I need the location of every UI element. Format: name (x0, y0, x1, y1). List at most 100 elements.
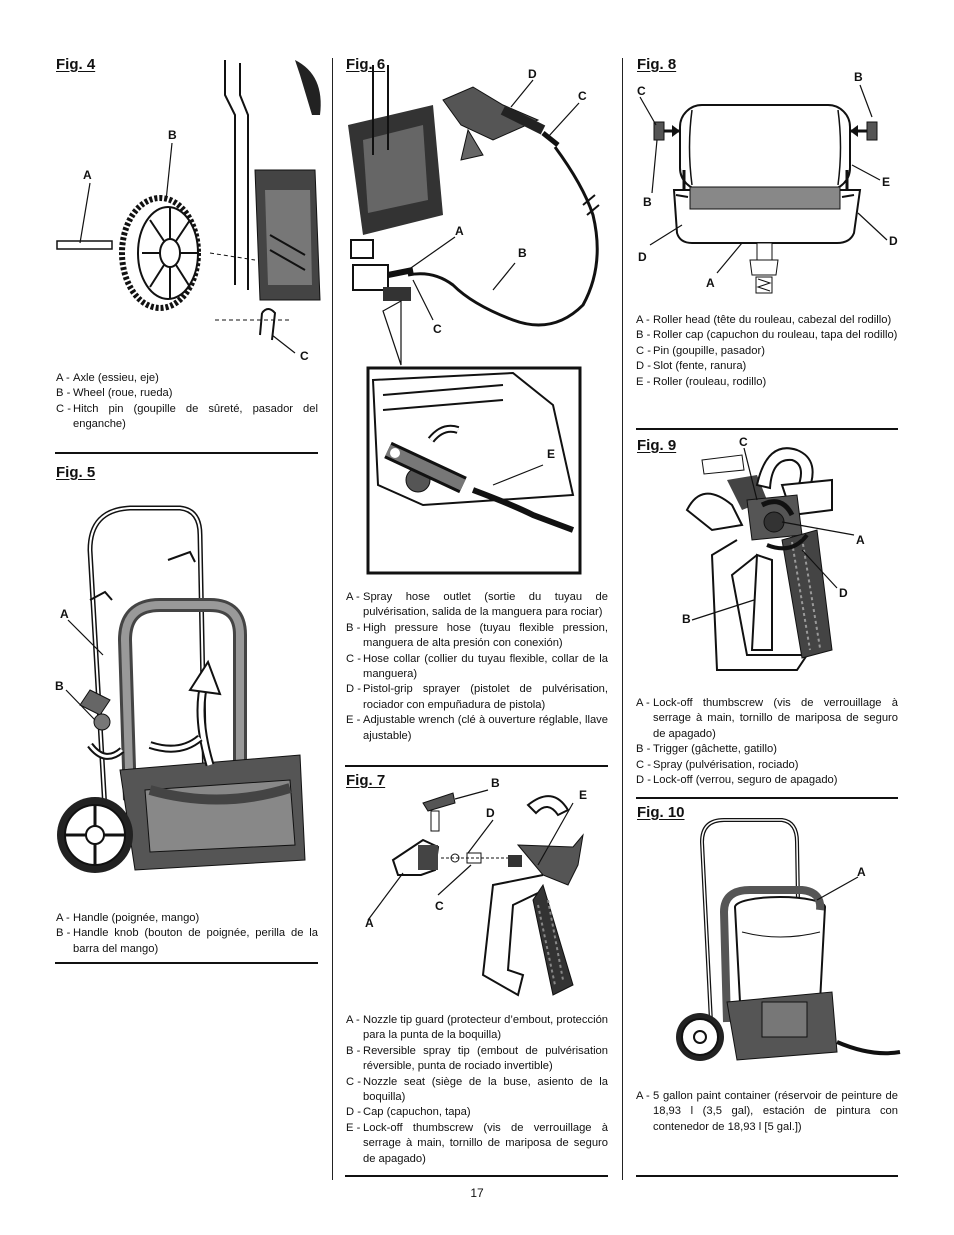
legend-key: A - (636, 314, 650, 326)
legend-key: B - (636, 743, 651, 756)
legend-item: B -Trigger (gâchette, gatillo) (636, 742, 898, 757)
legend-text: High pressure hose (tuyau flexible press… (363, 621, 608, 650)
legend-item: A -Handle (poignée, mango) (56, 911, 318, 926)
legend-text: Wheel (roue, rueda) (73, 387, 173, 400)
fig9-title: Fig. 9 (637, 437, 677, 454)
section-rule (345, 1175, 608, 1177)
fig10-legend: A -5 gallon paint container (réservoir d… (636, 1089, 898, 1135)
fig9-callout-c: C (739, 435, 748, 449)
fig6-legend: A -Spray hose outlet (sortie du tuyau de… (346, 590, 608, 744)
fig7-legend: A -Nozzle tip guard (protecteur d’embout… (346, 1013, 608, 1167)
legend-item: A -Spray hose outlet (sortie du tuyau de… (346, 590, 608, 621)
legend-item: C -Spray (pulvérisation, rociado) (636, 758, 898, 773)
fig6-callout-c1: C (578, 89, 587, 103)
fig6-title: Fig. 6 (346, 56, 386, 73)
legend-text: Lock-off thumbscrew (vis de verrouillage… (363, 1121, 608, 1165)
fig9-callout-a: A (856, 533, 865, 547)
legend-item: E -Adjustable wrench (clé à ouverture ré… (346, 713, 608, 744)
page-number: 17 (470, 1186, 484, 1200)
fig5-title: Fig. 5 (56, 464, 96, 481)
fig8-callout-d1: D (638, 250, 647, 264)
fig4-callout-a: A (83, 168, 92, 182)
section-rule (636, 428, 898, 430)
fig7-spray-tip-illustration: B E D C A (365, 776, 587, 997)
legend-key: E - (346, 1121, 361, 1134)
legend-item: C -Hitch pin (goupille de sûreté, pasado… (56, 402, 318, 433)
fig8-callout-d2: D (889, 234, 898, 248)
fig4-callout-c: C (300, 349, 309, 363)
legend-item: D -Lock-off (verrou, seguro de apagado) (636, 773, 898, 788)
legend-item: B -Wheel (roue, rueda) (56, 386, 318, 401)
legend-key: D - (636, 360, 651, 373)
legend-text: Slot (fente, ranura) (653, 360, 747, 373)
legend-key: E - (346, 714, 361, 727)
fig8-title: Fig. 8 (637, 56, 677, 73)
fig6-callout-a: A (455, 224, 464, 238)
legend-text: Roller (rouleau, rodillo) (653, 375, 767, 388)
legend-item: A -Axle (essieu, eje) (56, 371, 318, 386)
legend-text: Cap (capuchon, tapa) (363, 1106, 471, 1119)
fig7-callout-c: C (435, 899, 444, 913)
section-rule (55, 452, 318, 454)
legend-key: B - (346, 621, 361, 634)
fig8-roller-illustration: C B B E D D A (637, 70, 898, 294)
fig10-paint-container-illustration: A (676, 818, 901, 1061)
legend-key: A - (56, 912, 70, 924)
legend-item: C -Pin (goupille, pasador) (636, 344, 898, 359)
legend-item: A -Nozzle tip guard (protecteur d’embout… (346, 1013, 608, 1044)
fig8-callout-b2: B (854, 70, 863, 84)
legend-item: B -Handle knob (bouton de poignée, peril… (56, 926, 318, 957)
legend-text: Spray hose outlet (sortie du tuyau de pu… (363, 591, 608, 619)
fig5-callout-b: B (55, 679, 64, 693)
legend-key: A - (346, 1014, 360, 1026)
legend-key: A - (346, 591, 360, 603)
legend-key: E - (636, 375, 651, 388)
legend-key: D - (346, 683, 361, 696)
fig7-title: Fig. 7 (346, 772, 386, 789)
legend-key: B - (56, 387, 71, 400)
legend-text: Lock-off thumbscrew (vis de verrouillage… (653, 697, 898, 740)
legend-item: B -Reversible spray tip (embout de pulvé… (346, 1044, 608, 1075)
legend-key: B - (636, 329, 651, 342)
fig6-hose-connection-illustration: D C A B C E (348, 65, 600, 575)
legend-item: C -Nozzle seat (siège de la buse, asient… (346, 1075, 608, 1106)
legend-text: Spray (pulvérisation, rociado) (653, 758, 799, 771)
legend-item: C -Hose collar (collier du tuyau flexibl… (346, 652, 608, 683)
column-divider (622, 58, 623, 1180)
fig4-wheel-axle-illustration: A B C (56, 60, 321, 363)
fig6-callout-c2: C (433, 322, 442, 336)
legend-key: C - (636, 758, 651, 771)
section-rule (345, 765, 608, 767)
legend-key: D - (636, 774, 651, 787)
legend-key: C - (636, 344, 651, 357)
fig8-callout-c: C (637, 84, 646, 98)
legend-key: D - (346, 1106, 361, 1119)
legend-key: C - (346, 652, 361, 665)
legend-item: D -Cap (capuchon, tapa) (346, 1105, 608, 1120)
legend-item: A -Lock-off thumbscrew (vis de verrouill… (636, 696, 898, 742)
fig9-legend: A -Lock-off thumbscrew (vis de verrouill… (636, 696, 898, 788)
section-rule (636, 797, 898, 799)
fig4-legend: A -Axle (essieu, eje) B -Wheel (roue, ru… (56, 371, 318, 433)
legend-text: Hose collar (collier du tuyau flexible, … (363, 652, 608, 681)
fig10-callout-a: A (857, 865, 866, 879)
fig7-callout-a: A (365, 916, 374, 930)
fig9-lock-off-illustration: C A D B (682, 435, 865, 671)
legend-key: C - (346, 1075, 361, 1088)
fig4-callout-b: B (168, 128, 177, 142)
column-divider (332, 58, 333, 1180)
legend-text: Handle knob (bouton de poignée, perilla … (73, 927, 318, 955)
fig9-callout-b: B (682, 612, 691, 626)
legend-key: A - (636, 697, 650, 709)
fig7-callout-d: D (486, 806, 495, 820)
legend-item: A -5 gallon paint container (réservoir d… (636, 1089, 898, 1135)
legend-item: B -High pressure hose (tuyau flexible pr… (346, 621, 608, 652)
legend-text: Adjustable wrench (clé à ouverture régla… (363, 714, 608, 742)
legend-text: Roller head (tête du rouleau, cabezal de… (653, 314, 892, 326)
legend-item: B -Roller cap (capuchon du rouleau, tapa… (636, 328, 898, 343)
legend-key: A - (56, 372, 70, 384)
fig6-callout-d: D (528, 67, 537, 81)
fig6-callout-b: B (518, 246, 527, 260)
legend-text: Handle (poignée, mango) (73, 912, 200, 924)
fig9-callout-d: D (839, 586, 848, 600)
